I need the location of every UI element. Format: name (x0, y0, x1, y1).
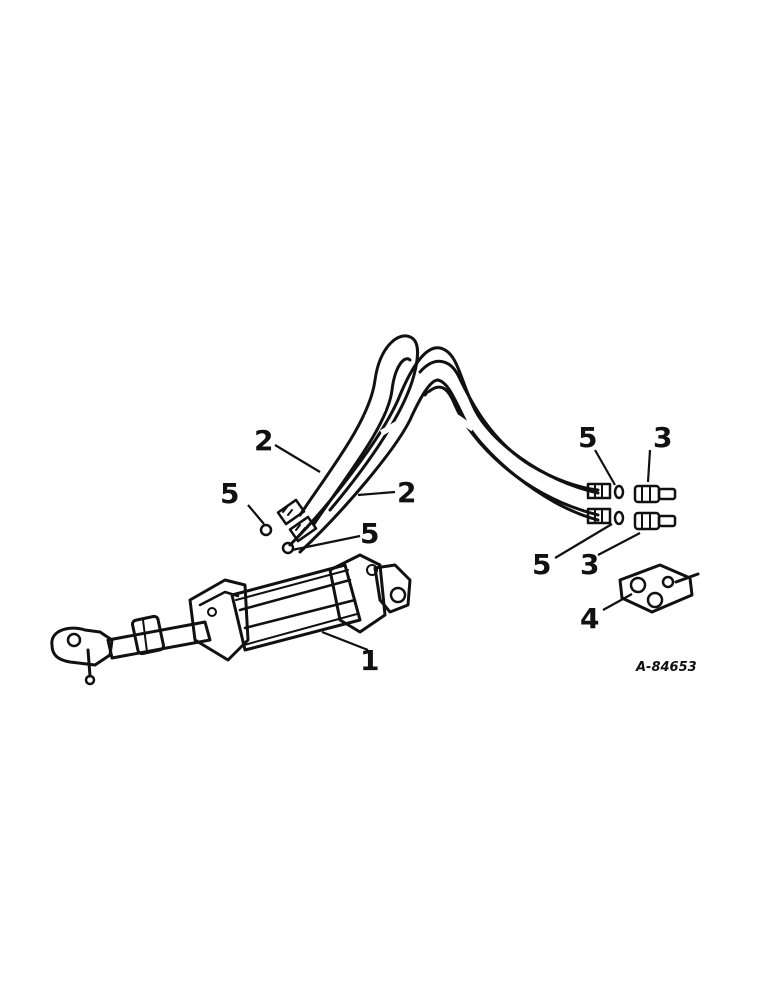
callout-coupler-upper: 3 (653, 421, 672, 454)
hydraulic-cylinder (50, 553, 412, 686)
o-rings (259, 484, 625, 555)
callout-oring-right-upper: 5 (578, 421, 597, 454)
callout-oring-left-lower: 5 (360, 517, 379, 550)
callout-hose-upper: 2 (254, 424, 273, 457)
quick-couplers (633, 484, 677, 531)
coupler-bracket (618, 563, 700, 614)
callout-oring-left-upper: 5 (220, 477, 239, 510)
callout-oring-right-lower: 5 (532, 548, 551, 581)
left-hose-fittings (276, 498, 318, 543)
right-hose-fittings (586, 482, 612, 525)
callout-hose-lower: 2 (397, 476, 416, 509)
figure-id-label: A-84653 (635, 660, 697, 675)
leader-lines (247, 444, 652, 652)
callout-cylinder: 1 (360, 644, 379, 677)
callout-bracket: 4 (580, 602, 599, 635)
hydraulic-hoses (288, 334, 600, 554)
callout-coupler-lower: 3 (580, 548, 599, 581)
